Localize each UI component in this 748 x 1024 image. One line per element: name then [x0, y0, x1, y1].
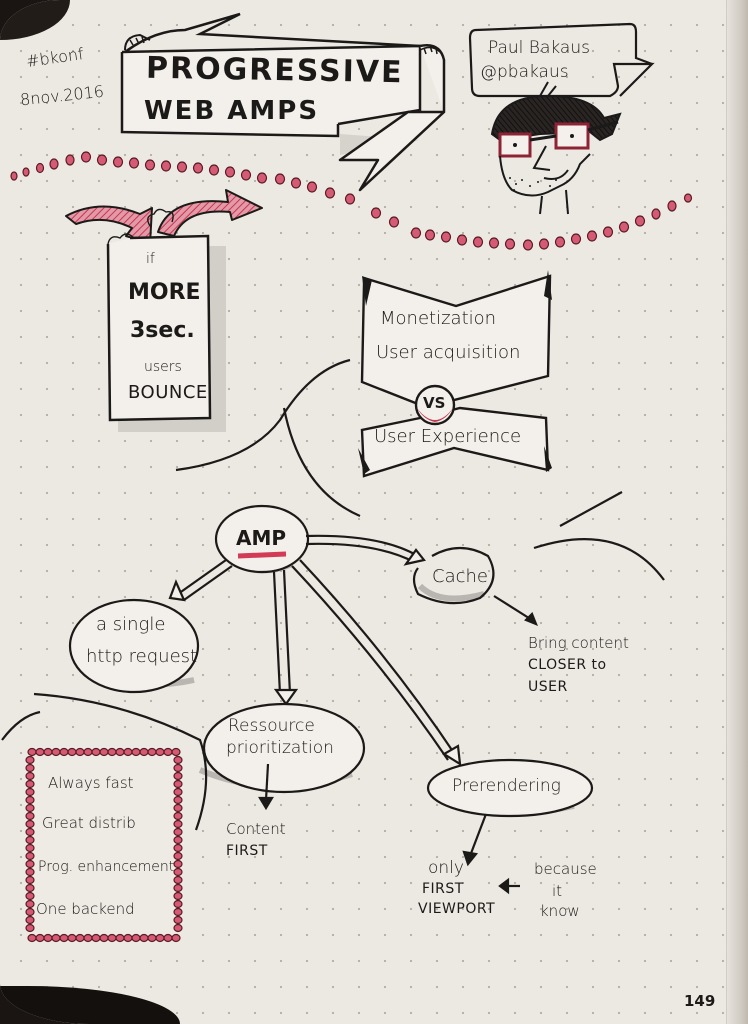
bounce-seconds: 3sec.	[130, 318, 195, 343]
bounce-users: users	[144, 359, 182, 375]
bead-divider	[10, 151, 693, 251]
title-line-2: WEB AMPS	[144, 96, 320, 126]
cache-note-3: USER	[528, 679, 568, 695]
node-prerendering: Prerendering	[452, 776, 561, 796]
page-number: 149	[684, 992, 716, 1010]
because-1: because	[534, 860, 597, 878]
node-single-request-1: a single	[96, 614, 166, 635]
node-resource-1: Ressource	[228, 716, 315, 736]
benefit-item: Always fast	[48, 774, 134, 792]
because-3: know	[540, 902, 580, 920]
bounce-card	[106, 233, 226, 432]
versus-badge: VS	[423, 394, 446, 412]
node-cache: Cache	[432, 566, 488, 587]
page-edges	[726, 0, 748, 1024]
amp-center-label: AMP	[236, 526, 287, 550]
benefits-border	[30, 752, 176, 938]
prerender-note-3: VIEWPORT	[418, 901, 496, 917]
benefit-item: Prog. enhancement	[38, 859, 175, 875]
bounce-bounce: BOUNCE	[128, 382, 208, 403]
speaker-portrait	[490, 81, 622, 215]
bounce-if: if	[146, 251, 155, 267]
prerender-note-1: only	[428, 858, 464, 878]
title-banner	[120, 12, 446, 192]
cache-note-1: Bring content	[528, 634, 629, 652]
versus-user-experience: User Experience	[374, 426, 522, 447]
amp-underline	[237, 551, 287, 559]
prerender-note-2: FIRST	[422, 881, 464, 897]
title-line-1: PROGRESSIVE	[145, 50, 404, 91]
cache-note-2: CLOSER to	[528, 657, 607, 673]
benefit-item: Great distrib	[42, 814, 136, 832]
node-single-request-2: http request	[86, 646, 198, 667]
versus-user-acquisition: User acquisition	[376, 342, 521, 363]
node-resource-2: prioritization	[226, 738, 334, 758]
resource-note-1: Content	[226, 820, 286, 838]
bounce-more: MORE	[128, 280, 201, 305]
amp-mindmap	[1, 504, 594, 895]
speaker-bubble	[468, 22, 655, 98]
speaker-name: Paul Bakaus	[488, 38, 590, 58]
versus-banner	[358, 270, 552, 478]
benefit-item: One backend	[36, 900, 135, 918]
versus-monetization: Monetization	[380, 308, 497, 329]
speaker-handle: @pbakaus	[480, 62, 569, 82]
because-2: it	[552, 882, 563, 900]
resource-note-2: FIRST	[226, 843, 268, 859]
